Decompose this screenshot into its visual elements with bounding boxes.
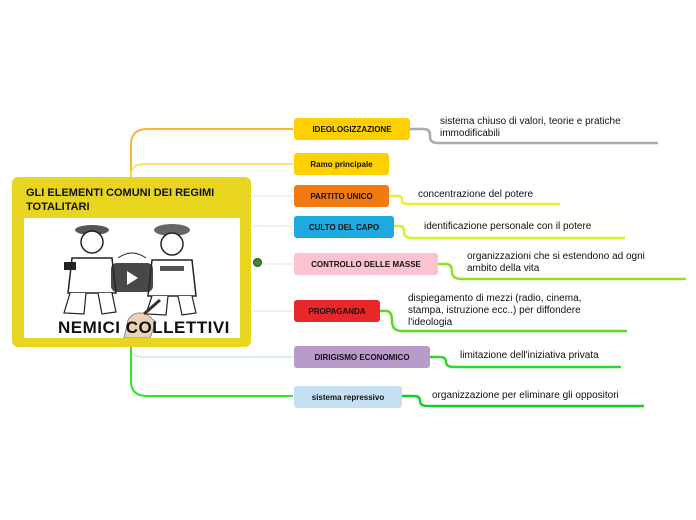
branch-ramo-principale[interactable]: Ramo principale: [294, 153, 389, 175]
leaf-line-6: [380, 309, 627, 333]
leaf-partito-unico[interactable]: concentrazione del potere: [418, 189, 534, 200]
leaf-ideologizzazione[interactable]: sistema chiuso di valori, teorie e prati…: [440, 116, 621, 139]
central-title: GLI ELEMENTI COMUNI DEI REGIMI TOTALITAR…: [26, 187, 215, 213]
branch-ideologizzazione[interactable]: IDEOLOGIZZAZIONE: [294, 118, 410, 140]
leaf-line-4: [394, 224, 625, 240]
connector-ideologizzazione: [130, 128, 293, 177]
central-topic[interactable]: GLI ELEMENTI COMUNI DEI REGIMI TOTALITAR…: [12, 177, 251, 347]
branch-culto-del-capo[interactable]: CULTO DEL CAPO: [294, 216, 394, 238]
leaf-dirigismo-economico[interactable]: limitazione dell'iniziativa privata: [460, 350, 599, 361]
leaf-controllo-delle-masse[interactable]: organizzazioni che si estendono ad ogni …: [467, 251, 645, 274]
branch-sistema-repressivo[interactable]: sistema repressivo: [294, 386, 402, 408]
video-thumbnail[interactable]: NEMICI COLLETTIVI: [24, 218, 240, 338]
connector-dirigismo: [130, 347, 293, 358]
leaf-line-3: [389, 194, 560, 206]
leaf-line-1: [410, 127, 658, 145]
play-button-icon[interactable]: [111, 263, 153, 292]
leaf-sistema-repressivo[interactable]: organizzazione per eliminare gli opposit…: [432, 390, 619, 401]
connector-ramo-principale: [130, 163, 293, 177]
globe-icon[interactable]: [253, 258, 262, 267]
branch-dirigismo-economico[interactable]: DIRIGISMO ECONOMICO: [294, 346, 430, 368]
branch-propaganda[interactable]: PROPAGANDA: [294, 300, 380, 322]
video-caption: NEMICI COLLETTIVI: [58, 318, 230, 337]
branch-controllo-delle-masse[interactable]: CONTROLLO DELLE MASSE: [294, 253, 438, 275]
leaf-culto-del-capo[interactable]: identificazione personale con il potere: [424, 221, 592, 232]
leaf-line-5: [438, 262, 686, 281]
leaf-line-7: [430, 355, 621, 369]
leaf-propaganda[interactable]: dispiegamento di mezzi (radio, cinema, s…: [408, 293, 582, 328]
video-illustration: [63, 224, 197, 338]
leaf-line-8: [402, 394, 644, 408]
branch-partito-unico[interactable]: PARTITO UNICO: [294, 185, 389, 207]
connector-repressivo: [130, 347, 293, 397]
